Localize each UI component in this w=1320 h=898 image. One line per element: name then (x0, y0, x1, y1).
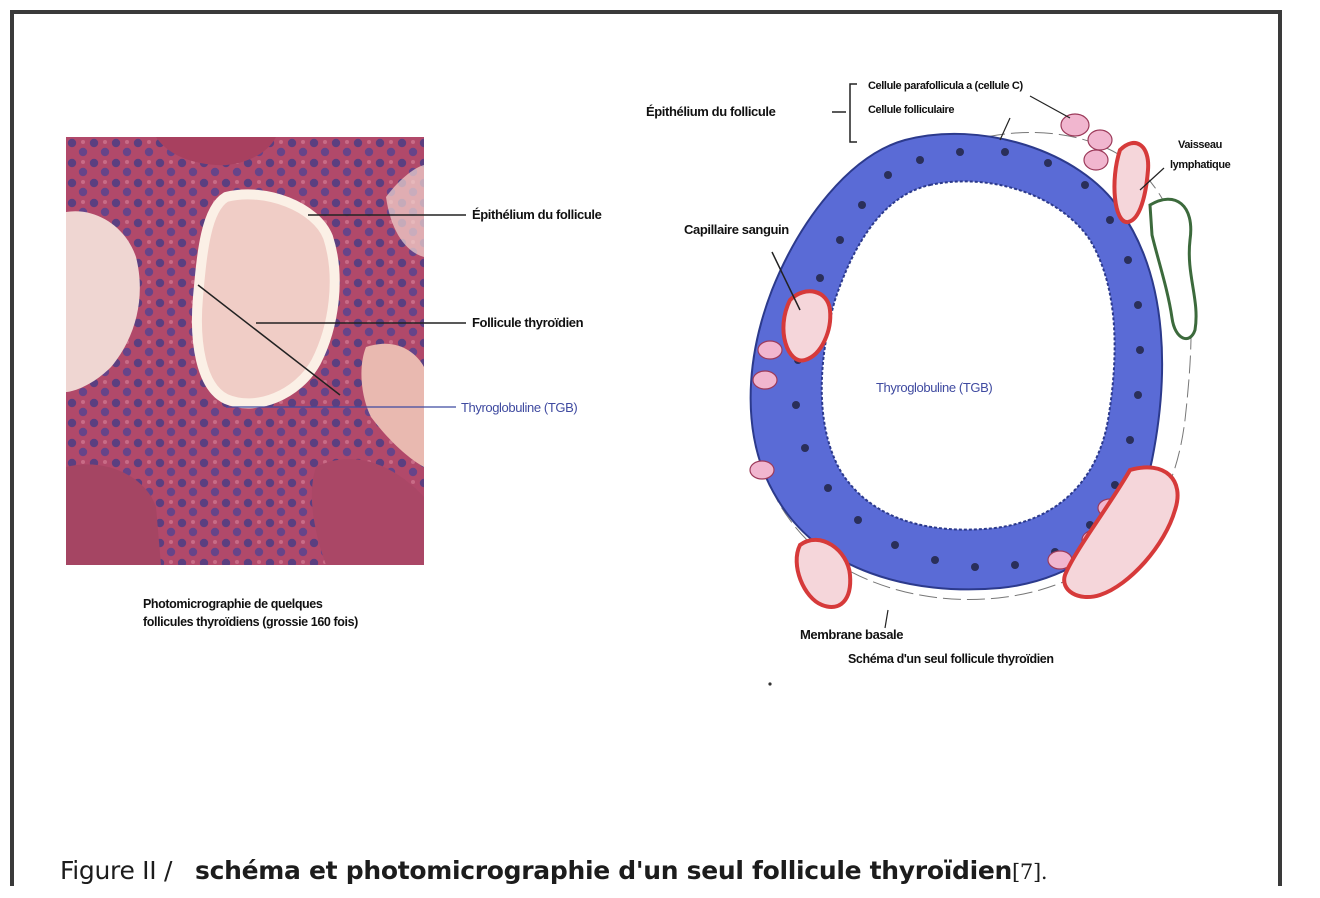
photo-label-tgb: Thyroglobuline (TGB) (461, 400, 577, 415)
figure-reference: [7]. (1012, 860, 1047, 884)
schema-caption: Schéma d'un seul follicule thyroïdien (848, 652, 1054, 666)
schema-label-lymphatic-2: lymphatique (1170, 159, 1230, 171)
schema-label-lymphatic-1: Vaisseau (1178, 139, 1222, 151)
leader-line-follicle-diagonal (198, 285, 340, 395)
schema-label-epithelium: Épithélium du follicule (646, 104, 775, 119)
photo-caption-line1: Photomicrographie de quelques (143, 595, 358, 613)
schema-label-capillary: Capillaire sanguin (684, 222, 789, 237)
follicle-schema (750, 114, 1196, 607)
schema-label-parafollicular: Cellule parafollicula a (cellule C) (868, 80, 1023, 92)
photo-label-epithelium: Épithélium du follicule (472, 207, 601, 222)
photo-caption-line2: follicules thyroïdiens (grossie 160 fois… (143, 613, 358, 631)
schema-label-basal-membrane: Membrane basale (800, 627, 903, 642)
figure-caption: Figure II / schéma et photomicrographie … (60, 856, 1047, 885)
photo-caption: Photomicrographie de quelques follicules… (143, 595, 358, 631)
schema-label-tgb: Thyroglobuline (TGB) (876, 380, 992, 395)
photo-label-follicle: Follicule thyroïdien (472, 315, 583, 330)
schema-label-follicular-cell: Cellule folliculaire (868, 104, 954, 116)
figure-title: schéma et photomicrographie d'un seul fo… (195, 856, 1012, 885)
figure-number: Figure II / (60, 856, 172, 885)
